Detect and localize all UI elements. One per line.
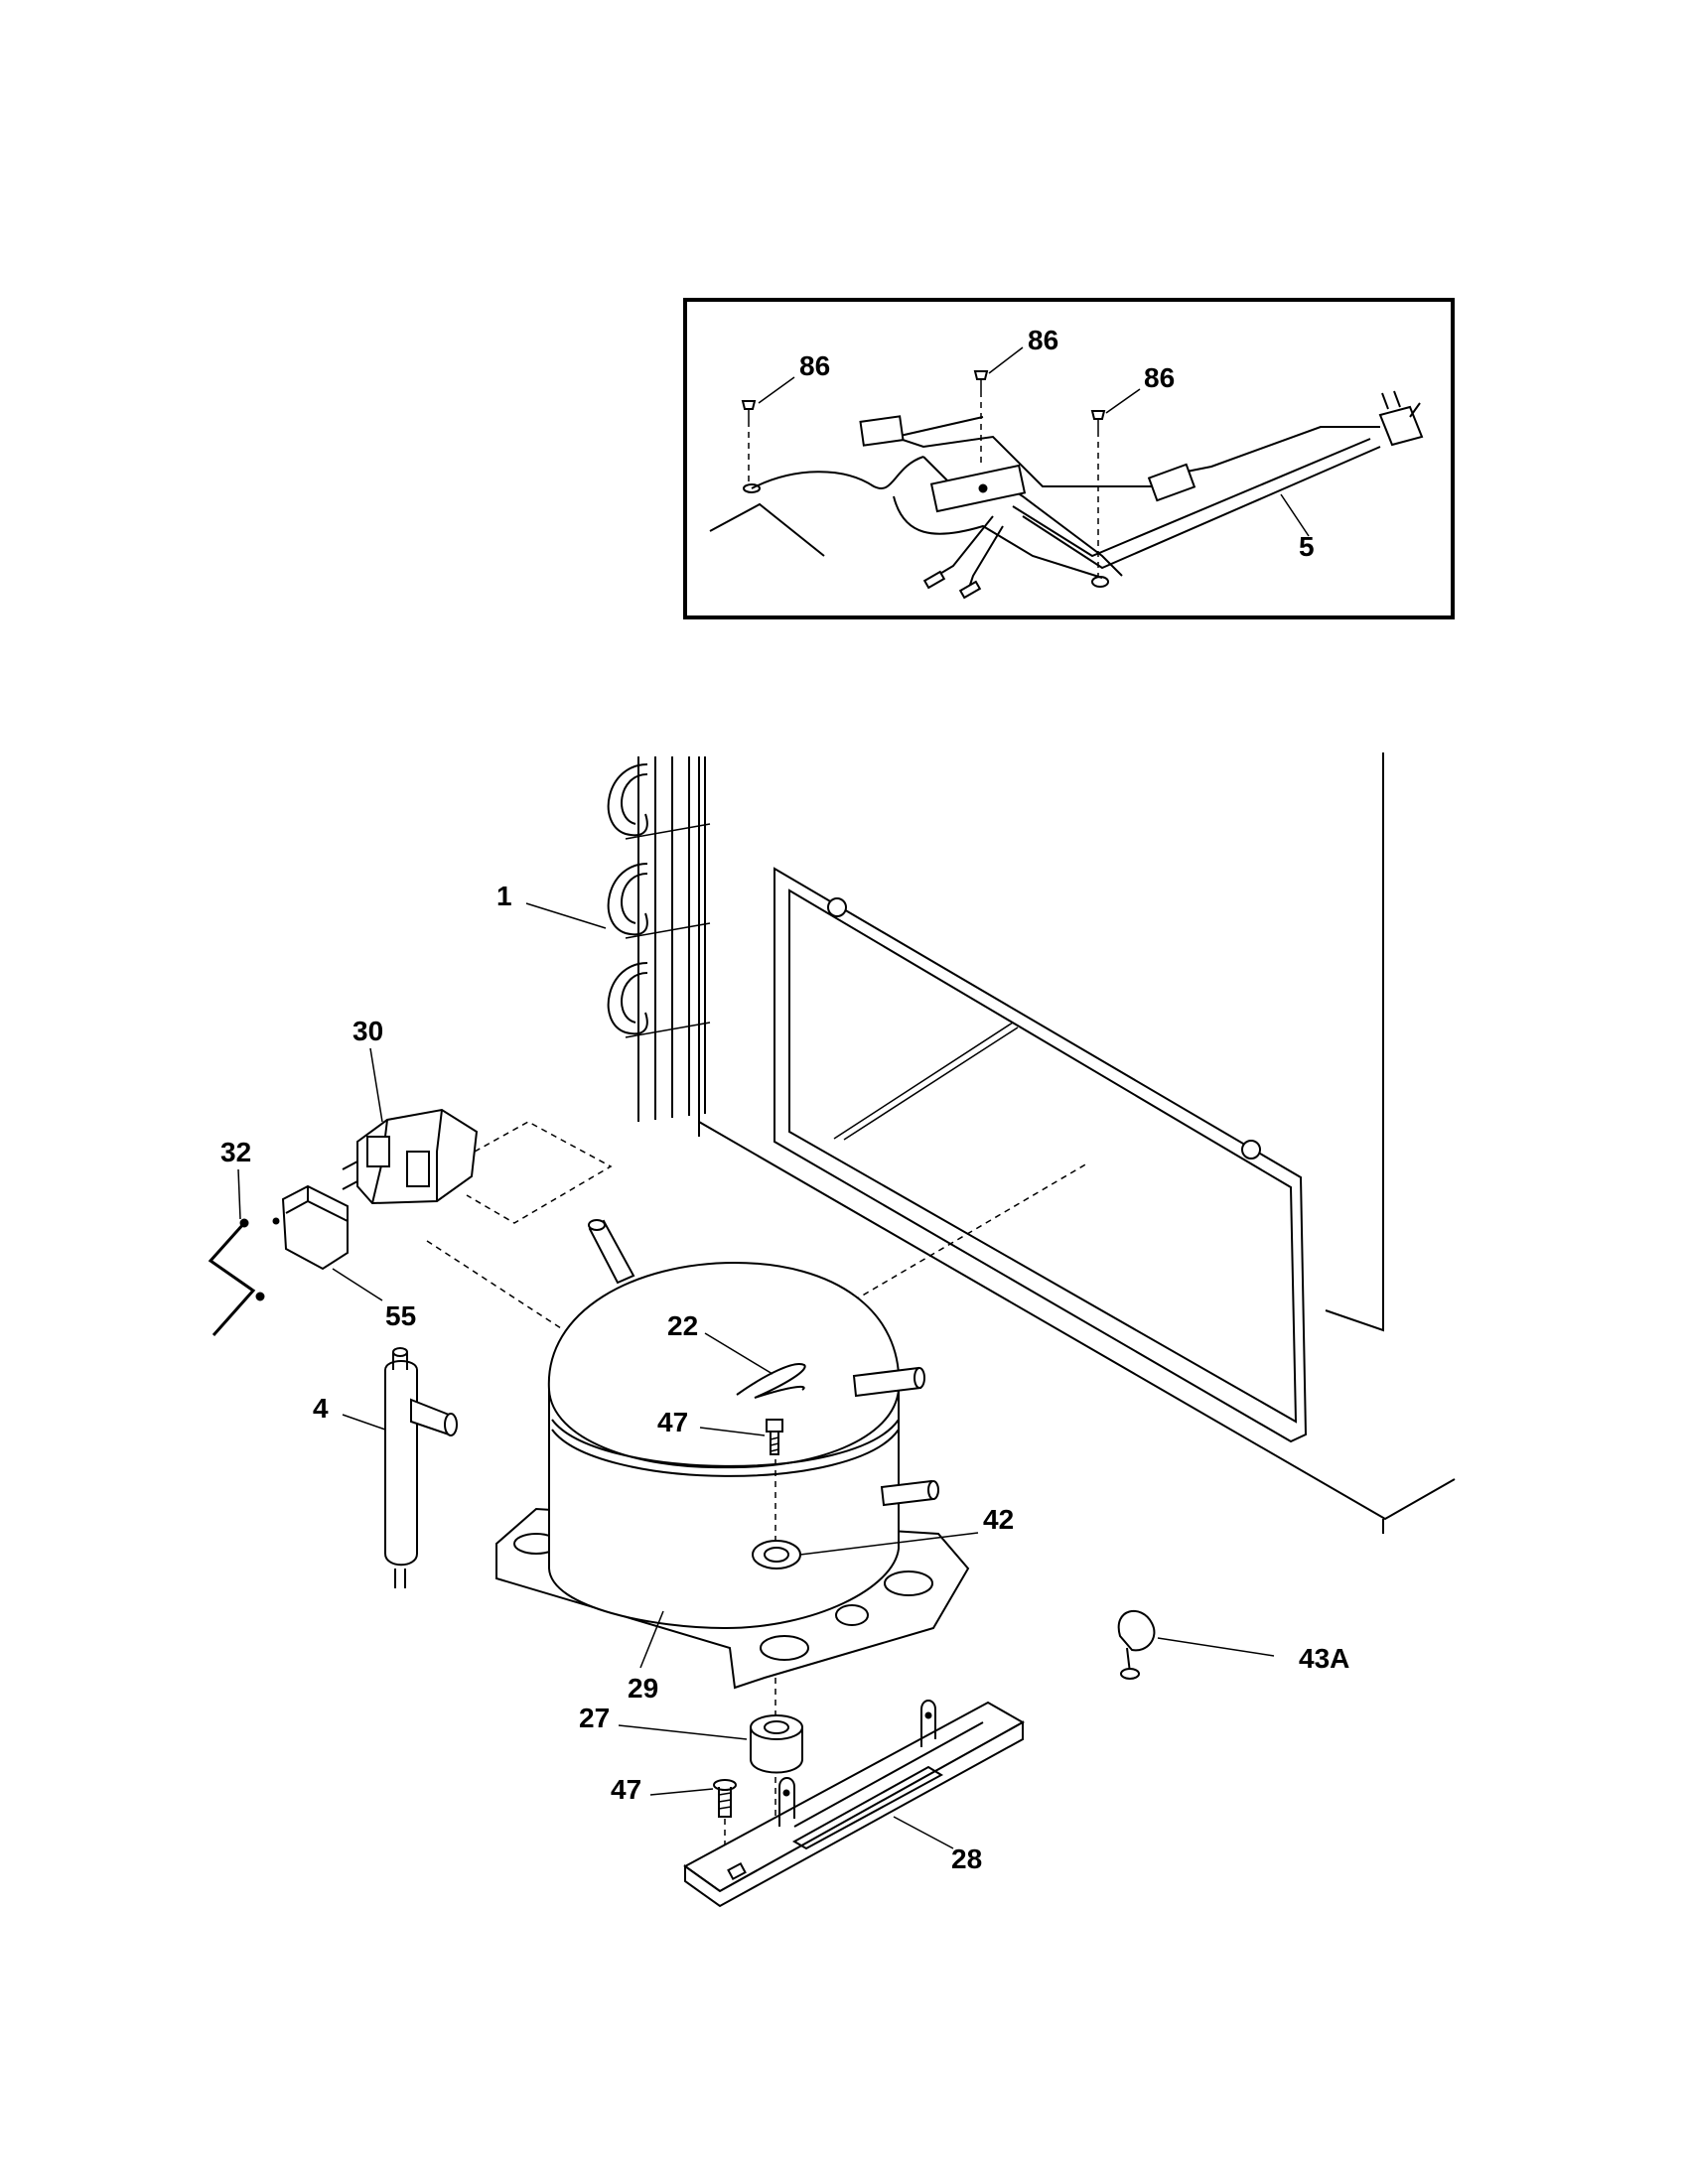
compressor-29	[495, 1219, 979, 1690]
relay-30	[342, 1047, 479, 1205]
inset-frame	[683, 298, 1455, 619]
callout-4: 4	[313, 1393, 329, 1424]
clamp-43a	[1117, 1609, 1275, 1680]
leader-47-top	[699, 1427, 766, 1436]
leader-27	[618, 1724, 748, 1740]
callout-43a: 43A	[1299, 1643, 1349, 1674]
power-plug	[1378, 390, 1424, 447]
callout-32: 32	[220, 1137, 251, 1167]
callout-86-right: 86	[1144, 362, 1175, 393]
clip-22	[704, 1332, 806, 1399]
drier-4	[342, 1347, 458, 1588]
leader-29	[639, 1610, 664, 1669]
wire-32	[208, 1168, 265, 1336]
overload-55	[272, 1184, 383, 1301]
screw-86-middle	[973, 370, 989, 467]
leader-32	[237, 1168, 241, 1220]
grommet-27	[618, 1714, 803, 1774]
callout-5: 5	[1299, 531, 1315, 562]
mounting-rail-28	[683, 1700, 1026, 1908]
callout-47-bottom: 47	[611, 1774, 641, 1805]
screw-86-left	[741, 400, 761, 493]
leader-86b	[988, 346, 1024, 374]
callout-47-top: 47	[657, 1407, 688, 1437]
callout-29: 29	[628, 1673, 658, 1704]
callout-86-left: 86	[799, 350, 830, 381]
leader-43a	[1157, 1637, 1275, 1657]
leader-86c	[1105, 388, 1141, 414]
callout-22: 22	[667, 1310, 698, 1341]
leader-42	[799, 1532, 979, 1556]
leader-86a	[758, 376, 795, 404]
screw-47-top	[699, 1419, 783, 1455]
leader-30	[369, 1047, 383, 1123]
harness-connector-top	[859, 415, 905, 447]
leader-22	[704, 1332, 774, 1375]
harness-connector-right	[1147, 463, 1196, 502]
leader-28	[893, 1816, 954, 1849]
callout-27: 27	[579, 1703, 610, 1733]
callout-86-middle: 86	[1028, 325, 1058, 355]
leader-4	[342, 1414, 386, 1431]
harness-junction-box	[929, 464, 1027, 513]
callout-28: 28	[951, 1843, 982, 1874]
wiring-harness-inset: 86 86 86 5	[683, 298, 1455, 619]
cabinet-outline	[698, 752, 1456, 1534]
leader-47-bottom	[649, 1788, 714, 1796]
leader-5	[1280, 493, 1310, 537]
leader-55	[332, 1268, 383, 1301]
leader-1	[525, 902, 607, 929]
callout-42: 42	[983, 1504, 1014, 1535]
callout-1: 1	[496, 881, 512, 911]
explode-line-relay	[466, 1121, 613, 1224]
grommet-42	[752, 1540, 801, 1570]
condenser-coil	[525, 756, 711, 1122]
callout-55: 55	[385, 1300, 416, 1331]
callout-30: 30	[352, 1016, 383, 1046]
